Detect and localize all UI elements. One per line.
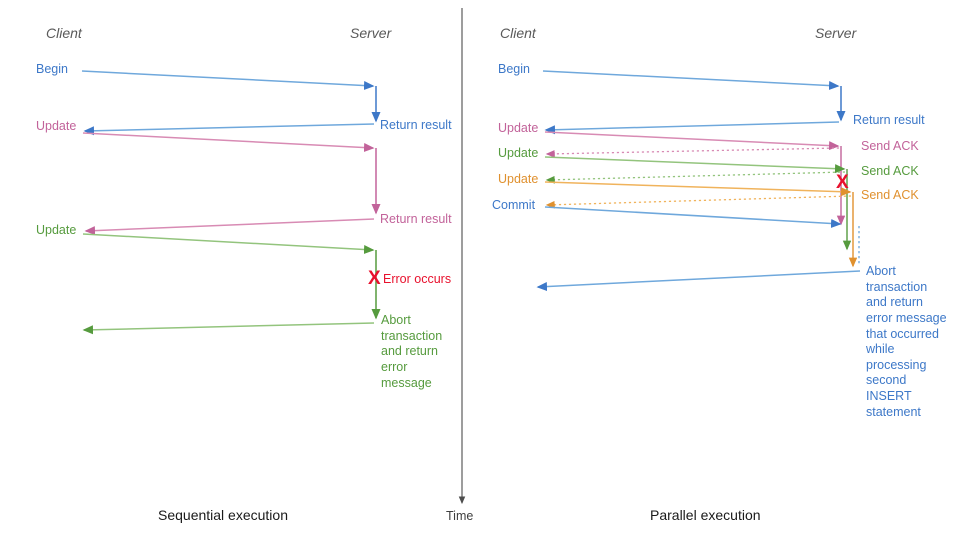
arrow-par-commit — [544, 206, 842, 228]
label-par-return-1: Return result — [853, 113, 925, 127]
arrow-par-ack-1 — [545, 147, 840, 158]
label-par-ack-2: Send ACK — [861, 164, 919, 178]
sequential-panel-arrows — [81, 70, 381, 335]
arrow-seq-update-1 — [82, 132, 375, 153]
arrow-seq-begin — [81, 70, 375, 91]
label-par-ack-3: Send ACK — [861, 188, 919, 202]
arrow-par-ack-3 — [545, 195, 852, 209]
parallel-panel-arrows — [536, 70, 861, 292]
arrow-seq-return-2 — [84, 218, 375, 236]
label-par-update-3: Update — [498, 172, 539, 186]
parallel-caption: Parallel execution — [650, 507, 761, 523]
arrow-seq-update-2 — [82, 233, 375, 254]
arrow-par-update-1 — [544, 131, 840, 151]
arrow-par-abort — [536, 270, 861, 292]
error-x-icon-parallel: X — [836, 172, 849, 193]
label-seq-update-2: Update — [36, 223, 77, 237]
arrow-seq-abort — [82, 322, 375, 335]
arrow-par-return-1 — [544, 121, 840, 135]
time-axis-label: Time — [446, 509, 474, 523]
arrow-par-update-3 — [544, 181, 852, 197]
label-seq-return-2: Return result — [380, 212, 452, 226]
label-par-update-1: Update — [498, 121, 539, 135]
arrow-par-begin — [542, 70, 840, 91]
label-par-ack-1: Send ACK — [861, 139, 919, 153]
sequential-caption: Sequential execution — [158, 507, 288, 523]
label-par-begin: Begin — [498, 62, 530, 76]
sequential-server-header: Server — [350, 25, 392, 41]
error-x-icon: X — [368, 268, 381, 289]
label-par-commit: Commit — [492, 198, 536, 212]
arrow-seq-return-1 — [83, 123, 375, 136]
label-seq-abort: Abort transaction and return error messa… — [381, 313, 443, 390]
parallel-client-header: Client — [500, 25, 536, 41]
arrow-par-update-2 — [544, 156, 846, 174]
label-par-abort: Abort transaction and return error messa… — [866, 264, 947, 419]
arrow-par-ack-2 — [545, 171, 846, 184]
sequential-client-header: Client — [46, 25, 82, 41]
label-seq-update-1: Update — [36, 119, 77, 133]
parallel-server-header: Server — [815, 25, 857, 41]
label-seq-error: Error occurs — [383, 272, 452, 286]
label-seq-begin: Begin — [36, 62, 68, 76]
label-par-update-2: Update — [498, 146, 539, 160]
label-seq-return-1: Return result — [380, 118, 452, 132]
